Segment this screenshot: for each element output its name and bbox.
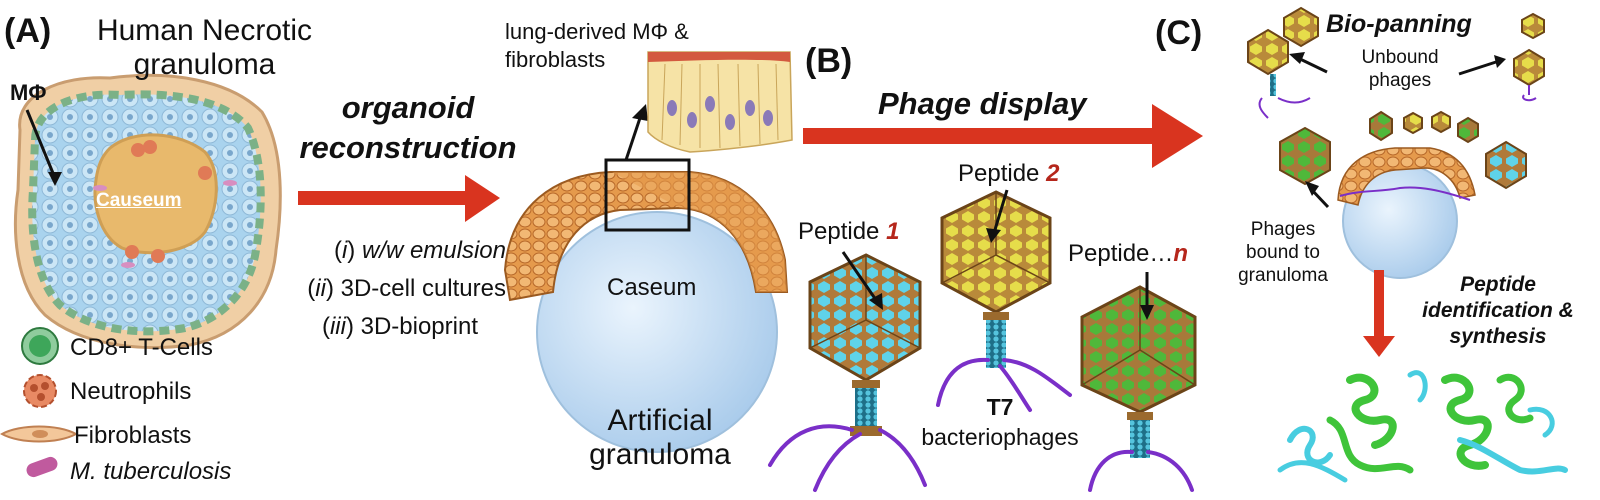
granuloma-title: Human Necrotic granuloma: [96, 14, 313, 81]
panel-c-label: (C): [1155, 14, 1203, 52]
t7-bacteriophages-label: T7 bacteriophages: [921, 394, 1079, 450]
peptide-identification-arrow: [1363, 270, 1395, 357]
organoid-reconstruction-arrow: [298, 175, 500, 222]
peptide-pointer-arrows: [841, 189, 1154, 320]
zoom-box: [604, 158, 691, 232]
neutrophil-icon: [23, 374, 57, 408]
peptide-n-label: Peptide…n: [1068, 240, 1189, 267]
reconstruction-methods: (i) w/w emulsion (ii) 3D-cell cultures (…: [270, 232, 506, 346]
protein-structures: [1277, 370, 1568, 483]
small-granuloma-with-phages: [1279, 110, 1527, 279]
fibroblast-icon: [0, 425, 79, 443]
method-2: (ii) 3D-cell cultures: [307, 275, 506, 302]
neutrophil-cluster: [125, 140, 212, 263]
method-3: (iii) 3D-bioprint: [321, 313, 478, 340]
peptide-identification-label: Peptide identification & synthesis: [1422, 273, 1574, 348]
caseum-label: Caseum: [607, 274, 697, 301]
phage-peptide-1: [768, 253, 927, 492]
phage-peptide-n: [1080, 285, 1197, 492]
unbound-phages-label: Unbound phages: [1361, 47, 1439, 91]
human-granuloma-illustration: [13, 73, 282, 349]
phage-display-arrow: [803, 104, 1203, 168]
cd8-t-cell-icon: [21, 327, 59, 365]
legend-fibroblasts-label: Fibroblasts: [74, 422, 192, 449]
phage-peptide-2: [936, 190, 1072, 412]
panel-b-label: (B): [805, 42, 853, 80]
bio-panning-label: Bio-panning: [1326, 10, 1472, 38]
method-1: (i) w/w emulsion: [333, 237, 506, 264]
legend-neutrophils-label: Neutrophils: [70, 378, 192, 405]
phage-display-label: Phage display: [878, 86, 1087, 121]
causeum-label: Causeum: [96, 190, 182, 211]
inset-label: lung-derived MΦ & fibroblasts: [505, 19, 689, 72]
tissue-inset: [647, 51, 793, 153]
m-tuberculosis-icon: [26, 456, 58, 478]
organoid-arrow-label: organoid reconstruction: [299, 90, 517, 165]
legend-mtb-label: M. tuberculosis: [70, 458, 232, 485]
legend-cd8-label: CD8+ T-Cells: [70, 334, 213, 361]
mphi-pointer-arrow: [25, 109, 57, 179]
legend-icons: [0, 327, 79, 478]
peptide-1-label: Peptide 1: [798, 218, 900, 245]
bound-phages-label: Phages bound to granuloma: [1238, 219, 1328, 286]
mphi-label: MΦ: [10, 80, 47, 105]
artificial-granuloma-title: Artificial granuloma: [589, 404, 731, 471]
peptide-2-label: Peptide 2: [958, 160, 1060, 187]
artificial-granuloma-illustration: [503, 104, 789, 453]
bio-panning-illustration: [1247, 6, 1545, 119]
panel-a-label: (A): [4, 12, 52, 50]
